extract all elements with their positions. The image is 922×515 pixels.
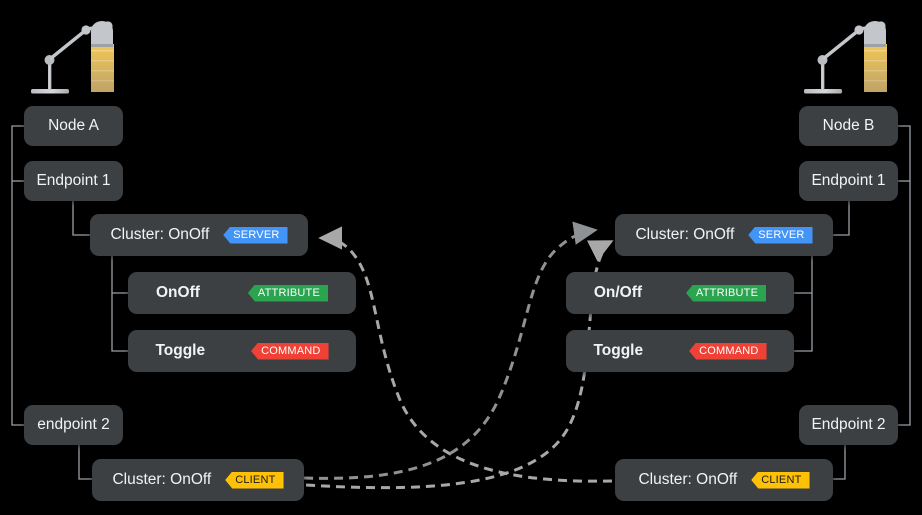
right-attribute-onoff-box[interactable]: On/Off ATTRIBUTE xyxy=(566,272,794,314)
right-endpoint-2-box[interactable]: Endpoint 2 xyxy=(799,405,898,445)
server-badge-right: SERVER xyxy=(748,226,813,244)
node-b-label: Node B xyxy=(822,117,875,134)
command-badge-left: COMMAND xyxy=(251,342,329,360)
left-endpoint-2-label: endpoint 2 xyxy=(37,416,110,433)
right-command-label: Toggle xyxy=(593,342,644,359)
right-endpoint-1-label: Endpoint 1 xyxy=(811,172,886,189)
right-command-toggle-box[interactable]: Toggle COMMAND xyxy=(566,330,794,372)
left-command-toggle-box[interactable]: Toggle COMMAND xyxy=(128,330,356,372)
node-a-box[interactable]: Node A xyxy=(24,106,123,146)
right-endpoint-2-label: Endpoint 2 xyxy=(811,416,886,433)
node-a-label: Node A xyxy=(48,117,99,134)
left-cluster-server-label: Cluster: OnOff xyxy=(110,226,210,243)
right-cluster-onoff-server-box[interactable]: Cluster: OnOff SERVER xyxy=(615,214,833,256)
attribute-badge-left: ATTRIBUTE xyxy=(247,284,328,302)
left-endpoint-1-box[interactable]: Endpoint 1 xyxy=(24,161,123,201)
desk-lamp-icon-right xyxy=(804,21,887,94)
node-b-box[interactable]: Node B xyxy=(799,106,898,146)
client-badge-right: CLIENT xyxy=(751,471,810,489)
right-cluster-server-label: Cluster: OnOff xyxy=(635,226,735,243)
right-endpoint-1-box[interactable]: Endpoint 1 xyxy=(799,161,898,201)
left-cluster-onoff-server-box[interactable]: Cluster: OnOff SERVER xyxy=(90,214,308,256)
left-attribute-onoff-box[interactable]: OnOff ATTRIBUTE xyxy=(128,272,356,314)
client-badge-left: CLIENT xyxy=(225,471,284,489)
right-cluster-onoff-client-box[interactable]: Cluster: OnOff CLIENT xyxy=(615,459,833,501)
left-command-label: Toggle xyxy=(155,342,206,359)
desk-lamp-icon-left xyxy=(31,21,114,94)
command-badge-right: COMMAND xyxy=(689,342,767,360)
attribute-badge-right: ATTRIBUTE xyxy=(686,284,767,302)
right-attribute-label: On/Off xyxy=(593,284,643,301)
left-endpoint-1-label: Endpoint 1 xyxy=(36,172,111,189)
server-badge-left: SERVER xyxy=(223,226,288,244)
left-attribute-label: OnOff xyxy=(155,284,200,301)
left-endpoint-2-box[interactable]: endpoint 2 xyxy=(24,405,123,445)
right-cluster-client-label: Cluster: OnOff xyxy=(638,471,738,488)
left-cluster-onoff-client-box[interactable]: Cluster: OnOff CLIENT xyxy=(92,459,304,501)
left-cluster-client-label: Cluster: OnOff xyxy=(112,471,212,488)
